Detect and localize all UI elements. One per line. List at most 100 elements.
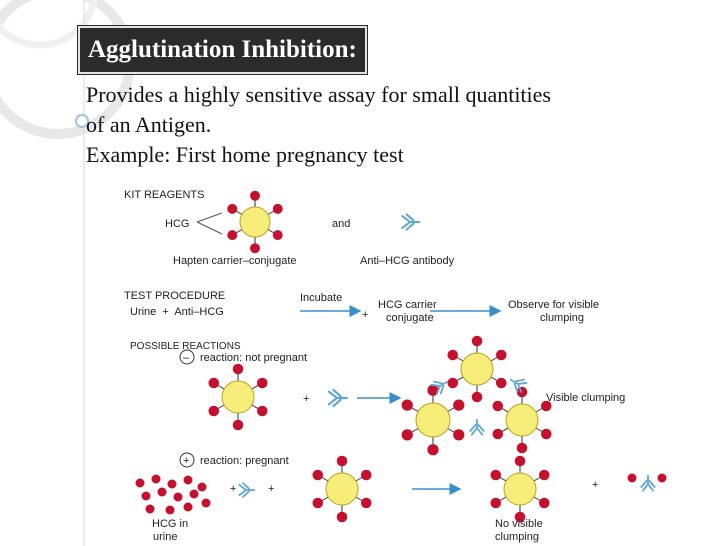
hapten-dot: [447, 349, 459, 361]
free-hcg-dot: [183, 475, 193, 485]
neg-plus-label: +: [303, 393, 309, 405]
hcg-label: HCG: [165, 218, 189, 230]
free-hcg-dot: [145, 504, 155, 514]
body-line-1: Provides a highly sensitive assay for sm…: [86, 82, 551, 107]
hapten-carrier-conjugate: [490, 455, 550, 523]
carrier-particle: [505, 403, 539, 437]
hapten-dot: [453, 429, 465, 441]
hapten-carrier-conjugate: [401, 384, 465, 456]
hapten-dot: [490, 469, 502, 481]
hapten-dot: [250, 243, 260, 254]
hapten-dot: [540, 428, 552, 440]
plus-sign: +: [183, 455, 189, 467]
free-hcg-dot: [173, 492, 183, 502]
hapten-dot: [208, 405, 220, 417]
visible-clumping-label: Visible clumping: [546, 392, 625, 404]
carrier-particle: [460, 352, 494, 386]
free-hcg-dot: [189, 489, 199, 499]
hapten-conjugate-label: Hapten carrier–conjugate: [173, 255, 297, 267]
hapten-dot: [312, 497, 324, 509]
hapten-dot: [471, 391, 483, 403]
hcg-pointer-line-1: [196, 212, 223, 223]
hapten-dot: [540, 400, 552, 412]
hapten-dot: [250, 190, 260, 201]
minus-sign-circle: [179, 349, 195, 365]
antibody-icon: [509, 378, 528, 393]
free-hcg-dot: [141, 491, 151, 501]
free-hcg-dot: [627, 473, 637, 483]
hapten-dot: [490, 497, 502, 509]
hapten-dot: [360, 469, 372, 481]
hapten-dot: [256, 377, 268, 389]
hapten-carrier-conjugate: [492, 386, 552, 454]
hapten-dot: [427, 384, 439, 396]
hapten-dot: [492, 428, 504, 440]
hapten-dot: [516, 442, 528, 454]
hapten-dot: [538, 497, 550, 509]
hapten-dot: [495, 349, 507, 361]
plus-sign-circle: [179, 452, 195, 468]
hapten-dot: [312, 469, 324, 481]
hapten-dot: [538, 469, 550, 481]
possible-reactions-label: POSSIBLE REACTIONS: [130, 341, 241, 352]
free-hcg-dot: [157, 487, 167, 497]
observe-label: Observe for visible: [508, 299, 599, 311]
hapten-dot: [208, 377, 220, 389]
hapten-dot: [360, 497, 372, 509]
antibody-icon: [327, 388, 348, 408]
minus-sign: –: [183, 352, 190, 364]
antibody-icon: [430, 380, 449, 395]
no-clumping-label: clumping: [495, 531, 539, 543]
free-hcg-dot: [151, 474, 161, 484]
hapten-dot: [495, 377, 507, 389]
procedure-plus-label: +: [362, 309, 368, 321]
free-hcg-dot: [201, 498, 211, 508]
incubate-label: Incubate: [300, 292, 342, 304]
test-procedure-label: TEST PROCEDURE: [124, 290, 225, 302]
pos-plus-3: +: [592, 479, 598, 491]
hapten-dot: [227, 203, 238, 214]
slide-title: Agglutination Inhibition:: [77, 25, 368, 75]
carrier-particle: [239, 206, 271, 238]
hapten-dot: [256, 405, 268, 417]
antibody-icon: [238, 482, 256, 498]
hapten-carrier-conjugate: [312, 455, 372, 523]
hapten-dot: [401, 429, 413, 441]
hapten-dot: [471, 335, 483, 347]
free-hcg-dot: [197, 482, 207, 492]
hapten-carrier-conjugate: [208, 363, 268, 431]
hapten-dot: [336, 455, 348, 467]
hapten-dot: [427, 444, 439, 456]
hapten-dot: [447, 377, 459, 389]
kit-reagents-label: KIT REAGENTS: [124, 189, 204, 201]
carrier-particle: [325, 472, 359, 506]
and-label: and: [332, 218, 350, 230]
neg-reaction-label: reaction: not pregnant: [200, 352, 307, 364]
hcg-in-label: HCG in: [152, 518, 188, 530]
hapten-dot: [514, 511, 526, 523]
hapten-dot: [232, 363, 244, 375]
antibody-icon: [640, 474, 656, 492]
anti-hcg-antibody-label: Anti–HCG antibody: [360, 255, 455, 267]
no-visible-label: No visible: [495, 518, 543, 530]
hapten-dot: [401, 399, 413, 411]
hapten-dot: [514, 455, 526, 467]
pos-plus-1: +: [230, 483, 236, 495]
carrier-particle: [415, 402, 451, 438]
hapten-carrier-conjugate: [227, 190, 283, 254]
hapten-carrier-conjugate: [447, 335, 507, 403]
hcg-pointer-line-2: [196, 221, 223, 235]
antibody-icon: [469, 418, 485, 436]
urine-label: urine: [153, 531, 177, 543]
free-hcg-dot: [135, 478, 145, 488]
hapten-dot: [227, 230, 238, 241]
hapten-dot: [336, 511, 348, 523]
urine-anti-hcg-label: Urine + Anti–HCG: [130, 306, 224, 318]
conjugate-label: conjugate: [386, 312, 434, 324]
free-hcg-dot: [167, 479, 177, 489]
carrier-particle: [221, 380, 255, 414]
hapten-dot: [272, 203, 283, 214]
pos-reaction-label: reaction: pregnant: [200, 455, 289, 467]
hapten-dot: [453, 399, 465, 411]
